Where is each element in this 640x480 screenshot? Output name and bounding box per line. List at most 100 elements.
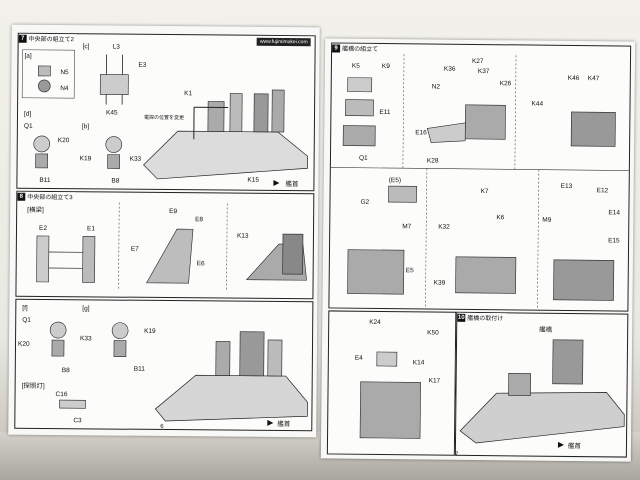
label-n5: N5 bbox=[60, 69, 69, 76]
section-8b-panel: [f] [g] Q1 K20 B8 K33 K19 B11 [探照灯] C16 … bbox=[14, 298, 314, 432]
label-k19: K19 bbox=[144, 328, 156, 335]
label-k13: K13 bbox=[237, 233, 249, 240]
sub-a-label: [a] bbox=[24, 53, 31, 60]
label-e14: E14 bbox=[608, 209, 620, 216]
page-number-left: 6 bbox=[160, 423, 164, 431]
label-k9: K9 bbox=[382, 63, 390, 70]
label-c3: C3 bbox=[73, 417, 82, 424]
label-e1: E1 bbox=[87, 225, 95, 232]
label-k39: K39 bbox=[434, 280, 446, 287]
bow-arrow-icon bbox=[267, 419, 274, 426]
label-k26: K26 bbox=[500, 80, 512, 87]
label-e9: E9 bbox=[169, 208, 177, 215]
label-e12: E12 bbox=[597, 187, 609, 194]
label-n4: N4 bbox=[60, 85, 69, 92]
label-n2: N2 bbox=[432, 84, 441, 91]
label-e5: E5 bbox=[406, 267, 414, 274]
label-e16: E16 bbox=[415, 129, 427, 136]
sub-b-label: [b] bbox=[82, 123, 89, 130]
label-e13: E13 bbox=[561, 183, 573, 190]
part-bridge-base bbox=[347, 249, 405, 295]
part-tripod bbox=[99, 74, 129, 95]
label-e7: E7 bbox=[131, 246, 139, 253]
label-k24: K24 bbox=[369, 319, 381, 326]
label-k20: K20 bbox=[58, 137, 70, 144]
label-e4: E4 bbox=[355, 355, 363, 362]
section-9-illustration: K5 K9 E11 Q1 K36 K27 K37 K26 N2 E16 K28 … bbox=[330, 54, 629, 310]
label-k27: K27 bbox=[472, 58, 484, 65]
label-k33: K33 bbox=[80, 335, 92, 342]
label-e3: E3 bbox=[138, 62, 146, 69]
label-m9: M9 bbox=[542, 217, 551, 224]
part-funnel-frame bbox=[146, 228, 194, 284]
label-l3: L3 bbox=[113, 44, 121, 51]
sub-c-label: [c] bbox=[83, 43, 90, 50]
label-k44: K44 bbox=[531, 101, 543, 108]
label-e11: E11 bbox=[379, 109, 391, 116]
sub-f-label: [f] bbox=[22, 305, 28, 312]
section-11-illustration: 艦橋 艦首 bbox=[459, 325, 625, 450]
label-q1: Q1 bbox=[22, 317, 31, 324]
label-k47: K47 bbox=[588, 75, 600, 82]
sub-d-label: [d] bbox=[24, 111, 31, 118]
section-11-panel: 10 艦橋の取付け 艦橋 艦首 bbox=[454, 311, 629, 458]
sub-searchlight-label: [探照灯] bbox=[22, 381, 45, 390]
label-k32: K32 bbox=[438, 224, 450, 231]
section-8-illustration: [横梁] E2 E1 E9 E8 E7 E6 K13 bbox=[27, 202, 307, 292]
label-k45: K45 bbox=[106, 109, 118, 116]
section-7-panel: 7 中央部の組立て2 www.fujimimokei.com [a] N5 N4… bbox=[16, 32, 316, 192]
bridge-label: 艦橋 bbox=[539, 325, 553, 334]
label-e5-ref: (E5) bbox=[389, 177, 401, 184]
part-bridge-upper bbox=[570, 111, 616, 147]
bow-label: 艦首 bbox=[568, 441, 582, 450]
subpanel-a-box bbox=[21, 49, 75, 99]
label-k20: K20 bbox=[18, 341, 30, 348]
label-k46: K46 bbox=[568, 75, 580, 82]
label-e6: E6 bbox=[197, 260, 205, 267]
label-m7: M7 bbox=[402, 223, 411, 230]
label-k14: K14 bbox=[413, 359, 425, 366]
label-g2: G2 bbox=[360, 199, 369, 206]
label-k33: K33 bbox=[130, 156, 142, 163]
label-k37: K37 bbox=[478, 68, 490, 75]
part-bridge-tower bbox=[464, 104, 506, 140]
label-k50: K50 bbox=[427, 329, 439, 336]
label-k15: K15 bbox=[247, 177, 259, 184]
note-radar: 電探の位置を変更 bbox=[144, 114, 184, 121]
label-q1: Q1 bbox=[359, 155, 368, 162]
label-b11: B11 bbox=[39, 177, 51, 184]
label-b8: B8 bbox=[111, 178, 119, 185]
label-k5: K5 bbox=[352, 63, 360, 70]
label-k28: K28 bbox=[427, 157, 439, 164]
label-k19: K19 bbox=[80, 155, 92, 162]
bow-arrow-icon bbox=[273, 179, 280, 186]
label-b8: B8 bbox=[62, 367, 70, 374]
bow-arrow-icon bbox=[557, 441, 564, 448]
instruction-page-right: 9 艦橋の組立て K5 K9 E11 Q1 K36 K27 K37 K26 N2… bbox=[320, 38, 636, 462]
page-number-right: 7 bbox=[454, 451, 459, 458]
sub-g-label: [g] bbox=[82, 305, 89, 312]
label-e8: E8 bbox=[195, 216, 203, 223]
label-b11: B11 bbox=[134, 366, 146, 373]
label-c16: C16 bbox=[56, 391, 68, 398]
label-k17: K17 bbox=[429, 377, 441, 384]
section-7-illustration: [a] N5 N4 [c] L3 E3 K45 K1 電探の位置を変更 [d] … bbox=[21, 43, 309, 188]
part-ship-hull bbox=[459, 392, 625, 444]
section-9-panel: 9 艦橋の組立て K5 K9 E11 Q1 K36 K27 K37 K26 N2… bbox=[328, 42, 632, 312]
part-hull-midsection bbox=[143, 130, 309, 180]
section-10-panel: K24 K50 E4 K14 K17 bbox=[326, 310, 457, 456]
label-e2: E2 bbox=[39, 225, 47, 232]
section-10-illustration: K24 K50 E4 K14 K17 bbox=[355, 319, 441, 439]
part-bridge-complete bbox=[359, 381, 421, 439]
label-q1: Q1 bbox=[24, 123, 33, 130]
label-k1: K1 bbox=[184, 90, 192, 97]
part-radar bbox=[37, 79, 51, 93]
label-k36: K36 bbox=[444, 66, 456, 73]
instruction-page-left: 7 中央部の組立て2 www.fujimimokei.com [a] N5 N4… bbox=[8, 24, 320, 438]
bow-label: 艦首 bbox=[277, 419, 291, 428]
section-8-panel: 8 中央部の組立て3 [横梁] E2 E1 E9 E8 E7 E6 K13 bbox=[15, 190, 315, 300]
section-8b-illustration: [f] [g] Q1 K20 B8 K33 K19 B11 [探照灯] C16 … bbox=[18, 305, 308, 428]
label-k7: K7 bbox=[481, 188, 489, 195]
bow-label: 艦首 bbox=[285, 179, 299, 188]
label-e15: E15 bbox=[608, 237, 620, 244]
